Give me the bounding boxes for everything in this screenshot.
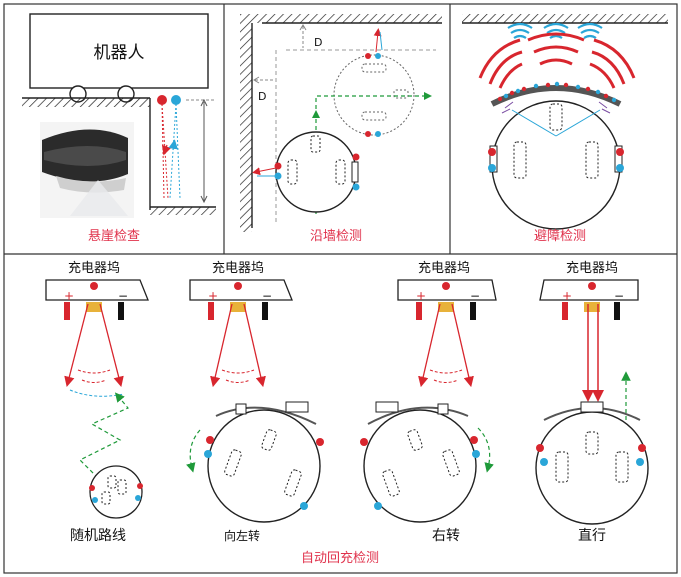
ir-emitter	[157, 95, 167, 105]
dock-label-4: 充电器坞	[566, 260, 618, 276]
ir-receiver	[171, 95, 181, 105]
caption-obstacle: 避障检测	[534, 229, 586, 244]
distance-label-top: D	[314, 36, 322, 49]
robot-left	[207, 409, 321, 523]
wall-follow-path	[315, 95, 428, 214]
caption-cliff: 悬崖检查	[88, 229, 140, 244]
sensor-photo	[40, 122, 134, 218]
robot-label: 机器人	[94, 43, 145, 63]
ir-emission-arcs	[478, 32, 636, 89]
distance-label-side: D	[258, 90, 266, 103]
mode-label-left: 向左转	[224, 528, 260, 543]
dock-2: 充电器坞 + − 向左转	[186, 260, 324, 543]
random-path	[78, 392, 129, 479]
plus-label-2: +	[208, 289, 218, 303]
caption-wall: 沿墙检测	[310, 229, 362, 244]
minus-label-1: −	[118, 289, 128, 303]
robot-straight	[535, 411, 649, 525]
obstacle-wall-hatch	[462, 14, 668, 23]
mode-label-right: 右转	[432, 528, 460, 544]
plus-label-1: +	[64, 289, 74, 303]
wall-top-hatch	[252, 14, 442, 23]
cliff-panel: 机器人 悬崖检查	[22, 13, 216, 244]
floor-hatch	[22, 98, 150, 107]
dock-1: 充电器坞 + − 随机路线	[45, 260, 149, 544]
plus-label-4: +	[562, 289, 572, 303]
caption-docking: 自动回充检测	[301, 550, 379, 566]
wall-panel: D D 沿墙检测	[240, 14, 442, 244]
obstacle-panel: 避障检测	[462, 14, 668, 244]
dock-label-3: 充电器坞	[418, 260, 470, 276]
robot-body	[29, 13, 209, 89]
dock-label-1: 充电器坞	[68, 260, 120, 276]
mode-label-straight: 直行	[578, 527, 606, 544]
robot-right	[363, 409, 477, 523]
lower-floor-hatch	[150, 207, 216, 215]
plus-label-3: +	[416, 289, 426, 303]
wall-left-hatch	[240, 14, 252, 232]
minus-label-4: −	[614, 289, 624, 303]
reflection-waves	[507, 22, 603, 39]
minus-label-3: −	[470, 289, 480, 303]
dock-label-2: 充电器坞	[212, 260, 264, 276]
dock-3: 充电器坞 + − 右转	[360, 260, 497, 544]
robot-obstacle	[491, 100, 621, 230]
robot-upper	[333, 54, 415, 136]
outer-frame	[3, 3, 678, 574]
dock-4: 充电器坞 + − 直行	[535, 260, 649, 544]
robot-random	[89, 465, 143, 519]
robot-lower	[275, 131, 357, 213]
mode-label-random: 随机路线	[70, 528, 126, 544]
minus-label-2: −	[262, 289, 272, 303]
